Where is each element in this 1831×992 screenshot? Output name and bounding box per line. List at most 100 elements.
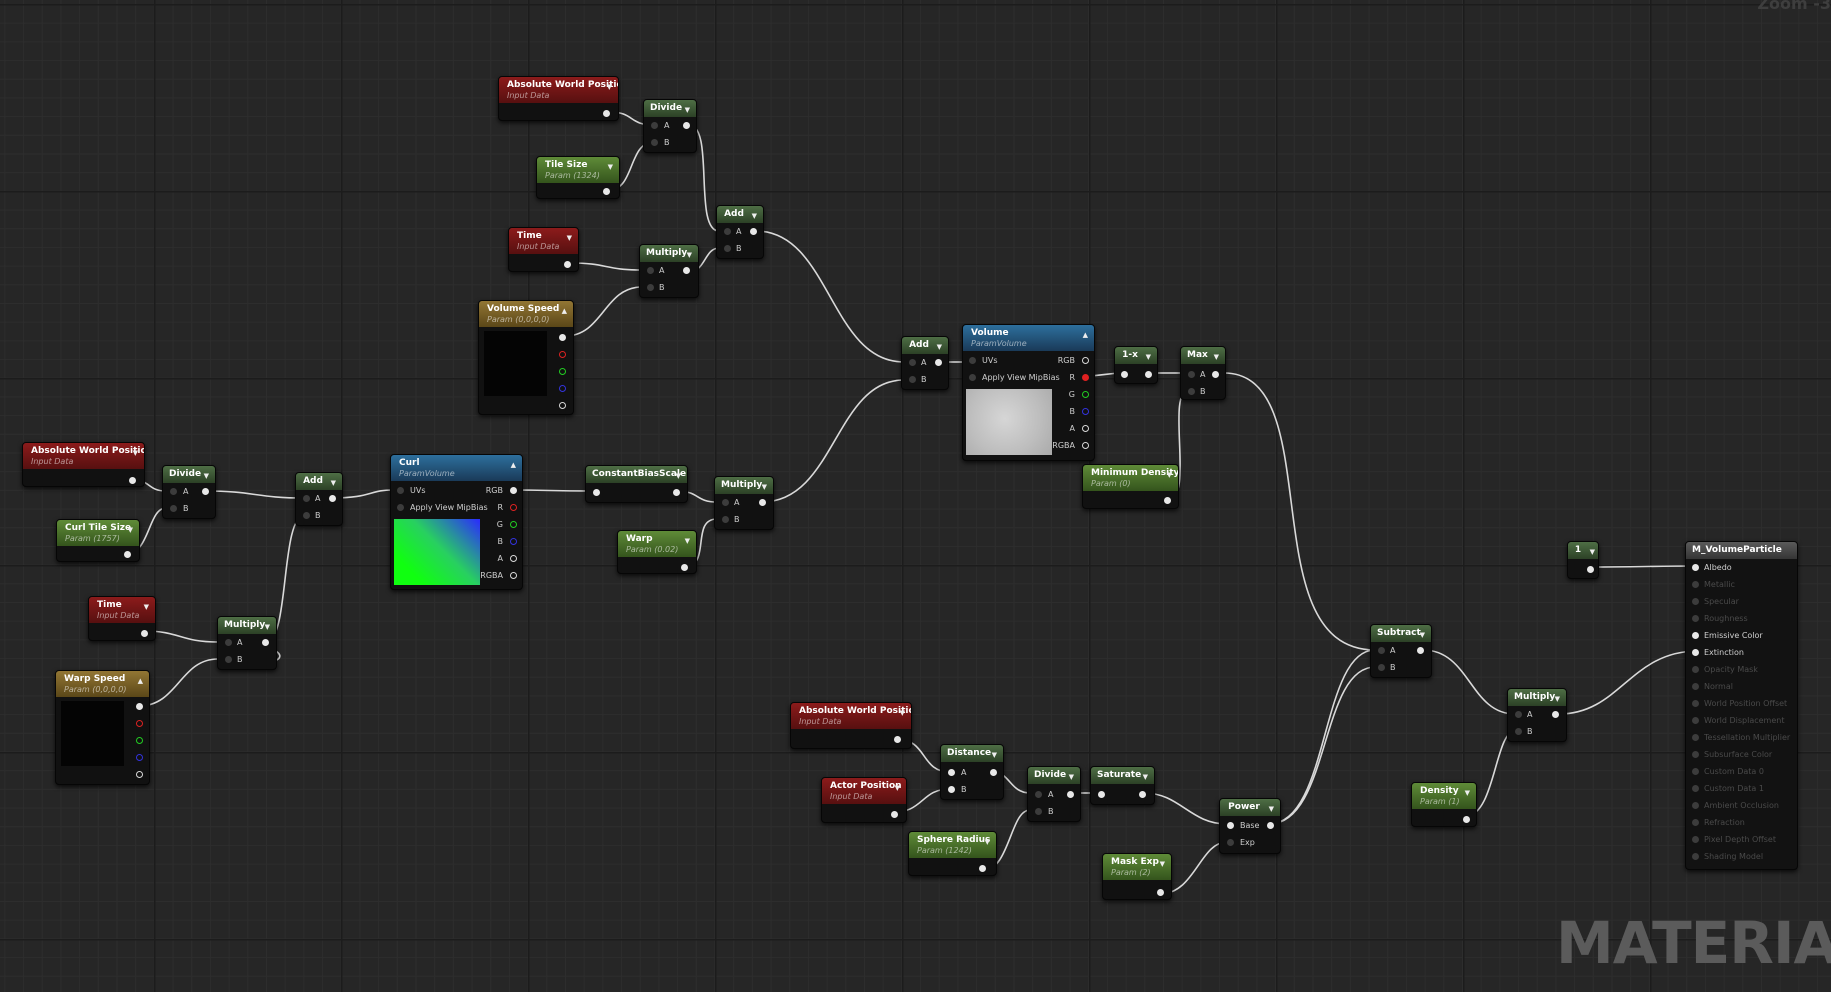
collapse-arrow-icon[interactable]: ▼ bbox=[1068, 773, 1074, 781]
node-divide-top[interactable]: Divide▼ A B bbox=[643, 99, 697, 153]
output-pin-b[interactable] bbox=[559, 385, 566, 392]
collapse-arrow-icon[interactable]: ▼ bbox=[686, 251, 692, 259]
collapse-arrow-icon[interactable]: ▼ bbox=[607, 163, 613, 171]
material-input-row[interactable]: Refraction bbox=[1692, 816, 1792, 830]
input-pin-mipbias[interactable] bbox=[397, 504, 404, 511]
output-pin[interactable] bbox=[1164, 497, 1171, 504]
node-divide-bottom[interactable]: Divide▼ A B bbox=[1027, 766, 1081, 822]
input-pin[interactable] bbox=[1692, 666, 1699, 673]
collapse-arrow-icon[interactable]: ▼ bbox=[684, 106, 690, 114]
input-pin[interactable] bbox=[1692, 836, 1699, 843]
node-one-minus[interactable]: 1-x▼ bbox=[1114, 346, 1158, 384]
output-pin[interactable] bbox=[603, 188, 610, 195]
material-input-row[interactable]: World Position Offset bbox=[1692, 697, 1792, 711]
output-pin-g[interactable] bbox=[559, 368, 566, 375]
collapse-arrow-icon[interactable]: ▼ bbox=[1166, 471, 1172, 479]
output-pin[interactable] bbox=[262, 639, 269, 646]
output-pin-rgb[interactable] bbox=[136, 703, 143, 710]
material-input-row[interactable]: World Displacement bbox=[1692, 714, 1792, 728]
input-pin[interactable] bbox=[1098, 791, 1105, 798]
input-pin[interactable] bbox=[1692, 717, 1699, 724]
output-pin[interactable] bbox=[1157, 889, 1164, 896]
output-pin-a[interactable] bbox=[510, 555, 517, 562]
input-pin-uvs[interactable] bbox=[397, 487, 404, 494]
output-pin[interactable] bbox=[124, 551, 131, 558]
output-pin[interactable] bbox=[750, 228, 757, 235]
input-pin-a[interactable] bbox=[170, 488, 177, 495]
material-input-row[interactable]: Normal bbox=[1692, 680, 1792, 694]
input-pin-a[interactable] bbox=[1515, 711, 1522, 718]
output-pin[interactable] bbox=[1067, 791, 1074, 798]
output-pin[interactable] bbox=[759, 499, 766, 506]
output-pin[interactable] bbox=[1267, 822, 1274, 829]
input-pin-a[interactable] bbox=[724, 228, 731, 235]
input-pin-b[interactable] bbox=[647, 284, 654, 291]
collapse-arrow-icon[interactable]: ▼ bbox=[936, 343, 942, 351]
output-pin-b[interactable] bbox=[136, 754, 143, 761]
collapse-arrow-icon[interactable]: ▼ bbox=[1589, 548, 1595, 556]
output-pin[interactable] bbox=[202, 488, 209, 495]
collapse-arrow-icon[interactable]: ▼ bbox=[1145, 353, 1151, 361]
output-pin-a[interactable] bbox=[1082, 425, 1089, 432]
output-pin[interactable] bbox=[1463, 816, 1470, 823]
input-pin-b[interactable] bbox=[170, 505, 177, 512]
material-input-row[interactable]: Pixel Depth Offset bbox=[1692, 833, 1792, 847]
collapse-arrow-icon[interactable]: ▼ bbox=[132, 449, 138, 457]
input-pin-b[interactable] bbox=[303, 512, 310, 519]
node-saturate[interactable]: Saturate▼ bbox=[1090, 766, 1155, 805]
node-max[interactable]: Max▼ A B bbox=[1180, 346, 1226, 400]
output-pin-r[interactable] bbox=[1082, 374, 1089, 381]
material-input-row[interactable]: Extinction bbox=[1692, 646, 1792, 660]
output-pin[interactable] bbox=[564, 261, 571, 268]
collapse-arrow-icon[interactable]: ▼ bbox=[1268, 805, 1274, 813]
output-pin[interactable] bbox=[1145, 371, 1152, 378]
output-pin[interactable] bbox=[990, 769, 997, 776]
material-input-row[interactable]: Specular bbox=[1692, 595, 1792, 609]
input-pin-b[interactable] bbox=[225, 656, 232, 663]
output-pin-rgb[interactable] bbox=[1082, 357, 1089, 364]
input-pin[interactable] bbox=[1692, 649, 1699, 656]
output-pin-g[interactable] bbox=[1082, 391, 1089, 398]
input-pin[interactable] bbox=[1692, 632, 1699, 639]
input-pin[interactable] bbox=[1121, 371, 1128, 378]
output-pin[interactable] bbox=[329, 495, 336, 502]
output-pin-g[interactable] bbox=[136, 737, 143, 744]
input-pin-b[interactable] bbox=[724, 245, 731, 252]
input-pin[interactable] bbox=[1692, 615, 1699, 622]
material-input-row[interactable]: Opacity Mask bbox=[1692, 663, 1792, 677]
output-pin[interactable] bbox=[681, 564, 688, 571]
output-pin[interactable] bbox=[1212, 371, 1219, 378]
node-multiply-left[interactable]: Multiply▼ A B bbox=[217, 616, 277, 670]
output-pin-rgba[interactable] bbox=[510, 572, 517, 579]
collapse-arrow-icon[interactable]: ▼ bbox=[894, 784, 900, 792]
collapse-arrow-icon[interactable]: ▼ bbox=[606, 83, 612, 91]
node-add-top[interactable]: Add▼ A B bbox=[716, 205, 764, 259]
input-pin-a[interactable] bbox=[647, 267, 654, 274]
collapse-arrow-icon[interactable]: ▼ bbox=[203, 472, 209, 480]
material-input-row[interactable]: Albedo bbox=[1692, 561, 1792, 575]
output-pin-a[interactable] bbox=[559, 402, 566, 409]
collapse-arrow-icon[interactable]: ▼ bbox=[127, 526, 133, 534]
collapse-arrow-icon[interactable]: ▼ bbox=[1142, 773, 1148, 781]
input-pin[interactable] bbox=[1692, 785, 1699, 792]
node-multiply-top[interactable]: Multiply▼ A B bbox=[639, 244, 699, 298]
collapse-arrow-icon[interactable]: ▼ bbox=[1159, 860, 1165, 868]
node-divide-left[interactable]: Divide▼ A B bbox=[162, 465, 216, 519]
input-pin-a[interactable] bbox=[1188, 371, 1195, 378]
output-pin-rgb[interactable] bbox=[559, 334, 566, 341]
input-pin-b[interactable] bbox=[1188, 388, 1195, 395]
input-pin-b[interactable] bbox=[1035, 808, 1042, 815]
input-pin-b[interactable] bbox=[909, 376, 916, 383]
output-pin[interactable] bbox=[683, 267, 690, 274]
material-input-row[interactable]: Metallic bbox=[1692, 578, 1792, 592]
output-pin[interactable] bbox=[1139, 791, 1146, 798]
collapse-arrow-icon[interactable]: ▼ bbox=[761, 483, 767, 491]
input-pin-a[interactable] bbox=[1378, 647, 1385, 654]
